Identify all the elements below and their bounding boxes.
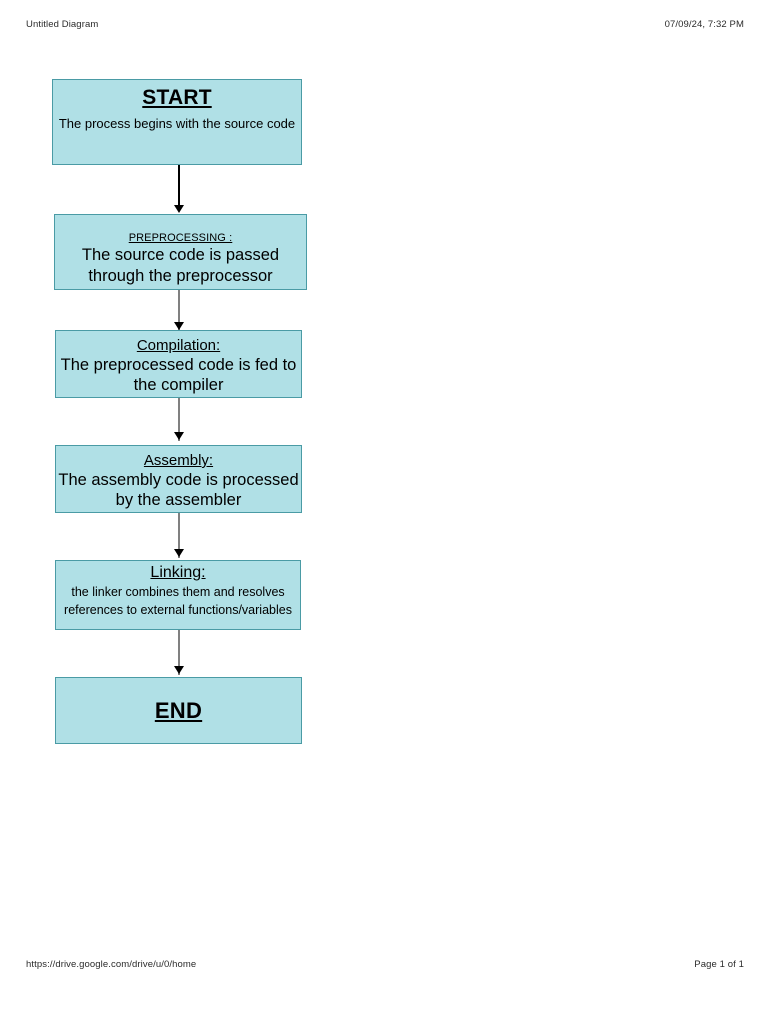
flow-node-assembly[interactable]: Assembly: The assembly code is processed… <box>55 445 302 513</box>
flow-node-preprocessing-body: The source code is passed through the pr… <box>81 245 280 285</box>
flow-node-assembly-title: Assembly: <box>143 452 214 469</box>
edge-preprocessing-to-compilation-arrowhead <box>174 322 184 330</box>
flow-node-assembly-body: The assembly code is processed by the as… <box>58 470 299 510</box>
flow-node-compilation-body: The preprocessed code is fed to the comp… <box>60 355 297 395</box>
flow-node-linking-title: Linking: <box>150 564 206 581</box>
flow-node-compilation-title: Compilation: <box>136 337 221 354</box>
page-number: Page 1 of 1 <box>694 959 744 970</box>
edge-preprocessing-to-compilation <box>178 290 180 330</box>
flow-node-start-body: The process begins with the source code <box>58 115 296 131</box>
flow-node-end[interactable]: END <box>55 677 302 744</box>
edge-compilation-to-assembly <box>178 398 180 441</box>
edge-start-to-preprocessing <box>178 165 180 210</box>
page-footer: https://drive.google.com/drive/u/0/home … <box>0 959 768 975</box>
flow-node-start-title: START <box>142 86 212 109</box>
flow-node-linking-body: the linker combines them and resolves re… <box>64 584 292 617</box>
page-header: Untitled Diagram 07/09/24, 7:32 PM <box>0 19 768 35</box>
flow-node-preprocessing-title: PREPROCESSING : <box>128 232 233 244</box>
flow-node-start[interactable]: START The process begins with the source… <box>52 79 302 165</box>
flow-node-linking[interactable]: Linking: the linker combines them and re… <box>55 560 301 630</box>
edge-assembly-to-linking <box>178 513 180 558</box>
edge-assembly-to-linking-arrowhead <box>174 549 184 557</box>
document-title: Untitled Diagram <box>26 19 99 30</box>
flow-node-compilation[interactable]: Compilation: The preprocessed code is fe… <box>55 330 302 398</box>
edge-linking-to-end-arrowhead <box>174 666 184 674</box>
source-url: https://drive.google.com/drive/u/0/home <box>26 959 197 970</box>
flow-node-preprocessing[interactable]: PREPROCESSING : The source code is passe… <box>54 214 307 290</box>
edge-linking-to-end <box>178 630 180 675</box>
edge-start-to-preprocessing-arrowhead <box>174 205 184 213</box>
edge-compilation-to-assembly-arrowhead <box>174 432 184 440</box>
print-timestamp: 07/09/24, 7:32 PM <box>664 19 744 30</box>
flow-node-end-title: END <box>154 697 203 723</box>
